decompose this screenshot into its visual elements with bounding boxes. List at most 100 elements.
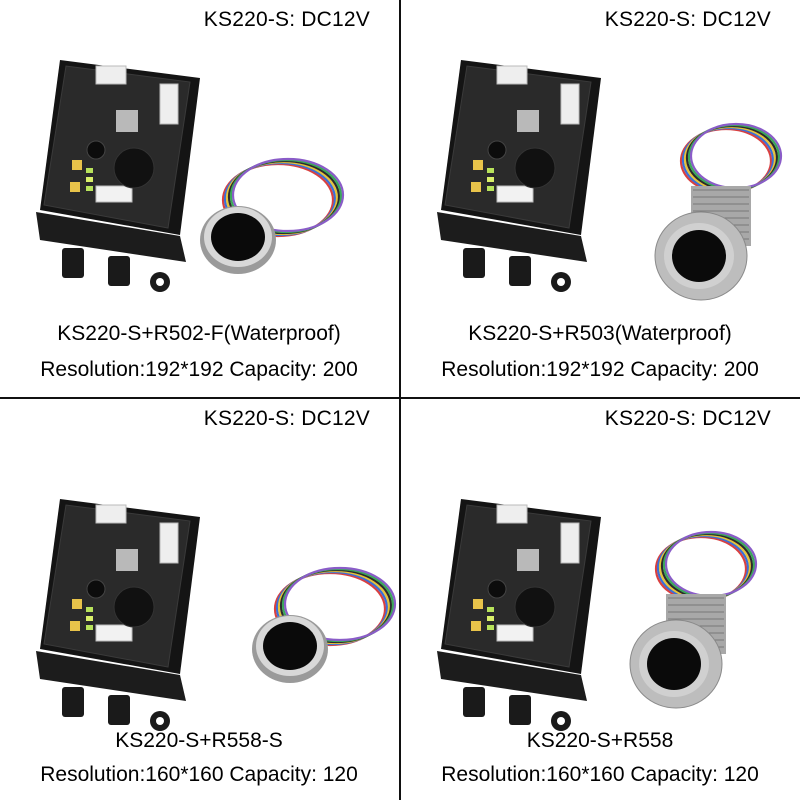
controller-board [437,60,601,292]
connector [95,185,133,203]
status-led [86,168,93,173]
mount-tab [463,248,485,278]
enclosure-base [437,212,587,262]
panel-r558: KS220-S: DC12V KS220-S+R558 Resolution:1… [401,399,799,800]
model-label: KS220-S+R558 [526,729,674,752]
spec-label: Resolution:160*160 Capacity: 120 [40,763,358,786]
sensor-window [211,213,265,261]
spec-label: Resolution:160*160 Capacity: 120 [441,763,759,786]
mount-hole-center [557,717,565,725]
mount-tab [509,695,531,725]
voltage-label: KS220-S: DC12V [604,407,771,430]
cable-wire [231,157,345,233]
trimmer [70,621,80,631]
connector [496,504,528,524]
pcb [444,504,592,668]
product-photo-r503 [437,60,783,301]
status-led [86,177,93,182]
status-led [86,616,93,621]
fingerprint-sensor [629,530,758,709]
product-photo-r558 [437,499,758,731]
enclosure-base [36,212,186,262]
status-led [86,186,93,191]
capacitor [86,140,106,160]
fingerprint-sensor [252,566,397,683]
connector [496,624,534,642]
panel-r503: KS220-S: DC12V KS220-S+R503(Waterproof) … [401,0,799,397]
mount-tab [62,687,84,717]
status-led [487,625,494,630]
mount-tab [62,248,84,278]
status-led [487,186,494,191]
trimmer [473,599,483,609]
connector [159,522,179,564]
panel-r502f: KS220-S: DC12V KS220-S+R502-F(Waterproof… [0,0,398,397]
connector [159,83,179,125]
capacitor [86,579,106,599]
product-photo-r558s [36,499,397,731]
model-label: KS220-S+R503(Waterproof) [468,322,732,345]
spec-label: Resolution:192*192 Capacity: 200 [441,358,759,381]
mount-tab [108,256,130,286]
buzzer [514,147,556,189]
status-led [86,625,93,630]
pcb [43,504,191,668]
mount-hole-center [557,278,565,286]
connector [560,83,580,125]
voltage-label: KS220-S: DC12V [203,407,370,430]
status-led [86,607,93,612]
pcb [43,65,191,229]
connector [95,65,127,85]
product-photo-r502f [36,60,345,292]
connector [95,624,133,642]
panel-r558s: KS220-S: DC12V KS220-S+R558-S Resolution… [0,399,398,800]
capacitor [487,579,507,599]
enclosure-base [36,651,186,701]
controller-board [36,499,200,731]
sensor-window [647,638,701,690]
trimmer [471,182,481,192]
status-led [487,616,494,621]
mount-tab [463,687,485,717]
status-led [487,177,494,182]
chip [116,110,138,132]
trimmer [72,160,82,170]
spec-label: Resolution:192*192 Capacity: 200 [40,358,358,381]
connector [496,65,528,85]
mount-hole-center [156,278,164,286]
trimmer [473,160,483,170]
controller-board [36,60,200,292]
connector [560,522,580,564]
mount-tab [108,695,130,725]
model-label: KS220-S+R502-F(Waterproof) [57,322,341,345]
chip [116,549,138,571]
buzzer [113,147,155,189]
buzzer [514,586,556,628]
trimmer [471,621,481,631]
vertical-divider [399,0,401,800]
mount-tab [509,256,531,286]
connector [496,185,534,203]
fingerprint-sensor [200,157,345,274]
status-led [487,168,494,173]
voltage-label: KS220-S: DC12V [604,8,771,31]
cable-wire [283,566,397,642]
connector [95,504,127,524]
model-label: KS220-S+R558-S [115,729,283,752]
enclosure-base [437,651,587,701]
horizontal-divider [0,397,800,399]
capacitor [487,140,507,160]
trimmer [72,599,82,609]
sensor-window [672,230,726,282]
sensor-window [263,622,317,670]
mount-hole-center [156,717,164,725]
buzzer [113,586,155,628]
pcb [444,65,592,229]
cable-wire [689,122,783,190]
fingerprint-sensor [654,122,783,301]
chip [517,549,539,571]
cable-wire [664,530,758,598]
trimmer [70,182,80,192]
voltage-label: KS220-S: DC12V [203,8,370,31]
